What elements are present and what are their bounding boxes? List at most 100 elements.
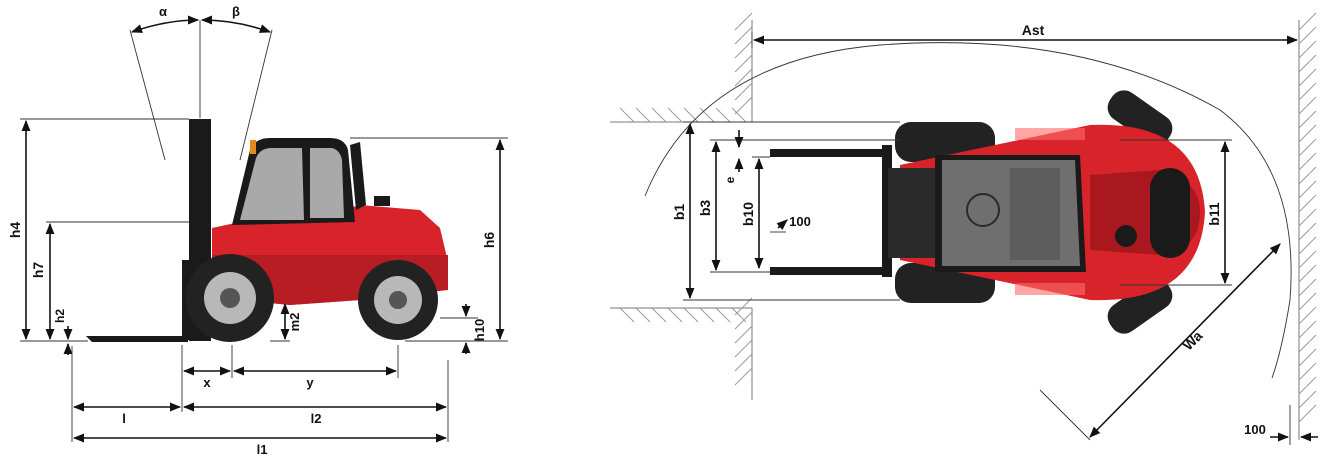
rear-wheel [358, 260, 438, 340]
wall-hatch [734, 26, 753, 45]
alpha-label: α [159, 4, 167, 19]
wall-hatch [731, 107, 747, 123]
clearance-100-label: 100 [1244, 422, 1266, 437]
wall-hatch [715, 307, 731, 323]
fork-carriage [182, 260, 190, 340]
b11-label: b11 [1206, 202, 1222, 226]
wall-hatch [1298, 278, 1317, 297]
wall-hatch [1298, 320, 1317, 339]
wall-hatch [1298, 250, 1317, 269]
wall-hatch [1298, 40, 1317, 59]
wall-hatch [619, 107, 635, 123]
wall-hatch [734, 68, 753, 87]
grille-top [1015, 128, 1085, 140]
fork-100-label: 100 [789, 214, 811, 229]
ast-label: Ast [1022, 22, 1045, 38]
wall-hatch [734, 325, 753, 344]
forklift-top-body [770, 90, 1205, 334]
e-label: e [723, 176, 737, 183]
wall-hatch [699, 107, 715, 123]
wall-hatch [683, 107, 699, 123]
wall-hatch [1298, 180, 1317, 199]
l-label: l [122, 411, 126, 426]
wall-hatch [1298, 82, 1317, 101]
wall-hatch [715, 107, 731, 123]
top-view: Ast b1 b [610, 12, 1318, 445]
l1-label: l1 [257, 442, 268, 457]
wall-hatch [1298, 292, 1317, 311]
l2-label: l2 [311, 411, 322, 426]
wall-hatch [1298, 376, 1317, 395]
wall-hatch [1298, 124, 1317, 143]
counterweight-recess [1150, 168, 1190, 258]
wall-hatch [1298, 390, 1317, 409]
h6-label: h6 [481, 232, 497, 249]
wall-hatch [734, 54, 753, 73]
wall-hatch [1298, 166, 1317, 185]
wall-hatch [1298, 138, 1317, 157]
wall-hatch [734, 297, 753, 316]
wall-hatch [734, 12, 753, 31]
exhaust-pipe [350, 142, 366, 210]
cabin-window-front [240, 148, 304, 220]
fork-tine-bottom [770, 267, 888, 275]
fork-tine [86, 336, 188, 342]
wall-hatch [619, 307, 635, 323]
mirror [374, 196, 390, 206]
wall-hatch [1298, 26, 1317, 45]
turning-arc [644, 42, 1292, 379]
wall-hatch [1298, 348, 1317, 367]
wall-hatch [1298, 152, 1317, 171]
wall-hatch [1298, 68, 1317, 87]
wall-hatch [1298, 54, 1317, 73]
wall-hatch [734, 96, 753, 115]
wall-hatch [1298, 306, 1317, 325]
wall-hatch [651, 307, 667, 323]
x-label: x [203, 375, 211, 390]
wall-hatch [1298, 222, 1317, 241]
wall-hatch [635, 307, 651, 323]
tow-pin [1115, 225, 1137, 247]
wall-hatch [1298, 110, 1317, 129]
seat [1010, 168, 1060, 260]
wa-dimension [1089, 243, 1281, 438]
beacon-light [250, 140, 256, 154]
cabin-window-side [310, 148, 344, 218]
front-wheel [186, 254, 274, 342]
wall-hatch [1298, 334, 1317, 353]
h4-label: h4 [7, 222, 23, 239]
rear-left-tyre [1107, 90, 1173, 146]
m2-label: m2 [287, 313, 302, 332]
wall-hatch [1298, 362, 1317, 381]
grille-bottom [1015, 283, 1085, 295]
steering-wheel-icon [966, 193, 1000, 227]
wall-hatch [699, 307, 715, 323]
y-label: y [306, 375, 314, 390]
wall-hatch [1298, 236, 1317, 255]
wall-hatch [651, 107, 667, 123]
wall-hatch [1298, 264, 1317, 283]
wall-hatch [1298, 404, 1317, 423]
b10-label: b10 [740, 202, 756, 226]
h10-label: h10 [472, 319, 487, 341]
wall-hatch [667, 307, 683, 323]
wall-hatch [667, 107, 683, 123]
tilt-angle-lines [129, 15, 273, 161]
fork-carriage-top [882, 145, 892, 277]
wa-label: Wa [1180, 327, 1206, 353]
wall-hatch [1298, 96, 1317, 115]
wall-hatch [734, 311, 753, 330]
engine-block [888, 168, 936, 258]
fork-tine-top [770, 149, 888, 157]
wall-hatch [683, 307, 699, 323]
h2-label: h2 [53, 309, 67, 323]
wall-hatch [1298, 208, 1317, 227]
wall-hatch [734, 82, 753, 101]
wall-hatch [635, 107, 651, 123]
wall-hatch [734, 40, 753, 59]
wall-hatch [734, 367, 753, 386]
wall-hatch [1298, 194, 1317, 213]
beta-label: β [232, 4, 240, 19]
wall-hatch [1298, 12, 1317, 31]
